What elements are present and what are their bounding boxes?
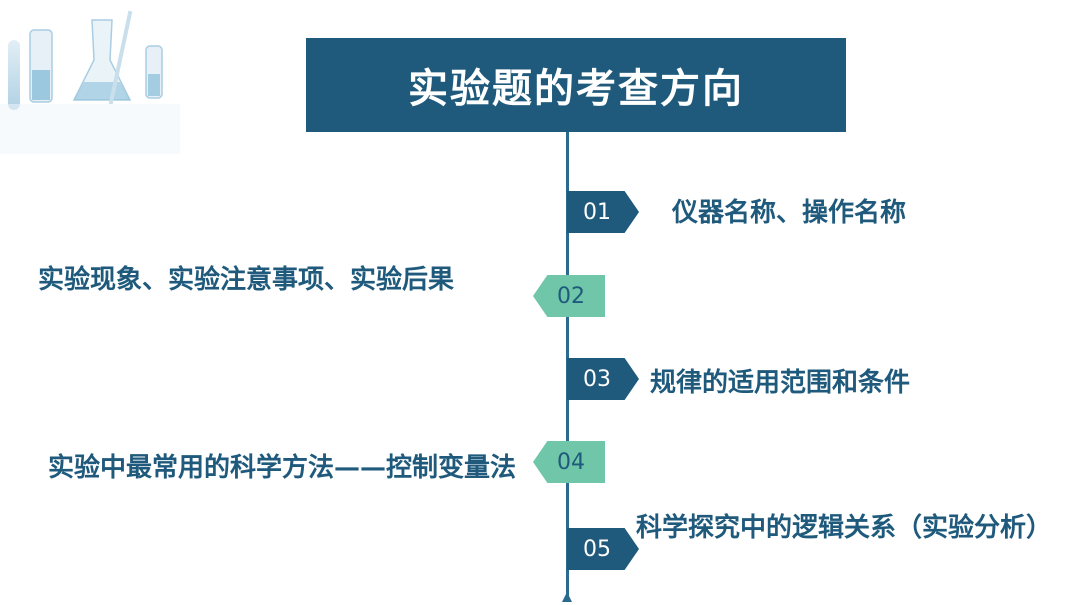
item-text-01: 仪器名称、操作名称 (672, 198, 907, 228)
timeline-arrow (562, 592, 572, 602)
item-text-04: 实验中最常用的科学方法——控制变量法 (48, 453, 517, 483)
item-number-03: 03 (567, 358, 639, 400)
title-banner: 实验题的考查方向 (306, 38, 846, 132)
item-number-01: 01 (567, 191, 639, 233)
item-text-02: 实验现象、实验注意事项、实验后果 (38, 265, 455, 295)
item-text-05: 科学探究中的逻辑关系（实验分析） (636, 513, 1053, 543)
item-number-04: 04 (533, 441, 605, 483)
page-title: 实验题的考查方向 (408, 65, 744, 112)
item-number-05: 05 (567, 528, 639, 570)
item-text-03: 规律的适用范围和条件 (650, 368, 911, 398)
lab-glassware-icon (0, 10, 180, 154)
item-number-02: 02 (533, 275, 605, 317)
